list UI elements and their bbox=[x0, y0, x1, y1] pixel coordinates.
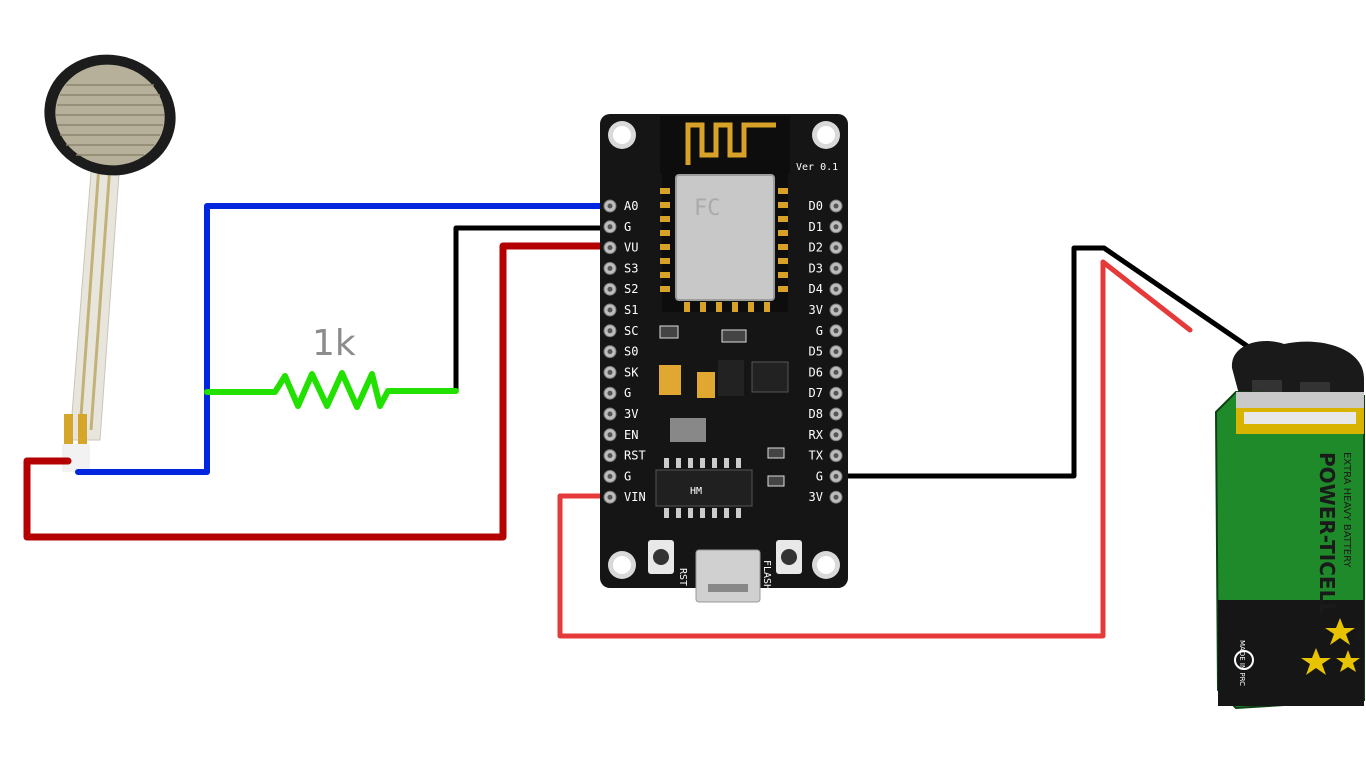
left-pin-label: G bbox=[624, 386, 631, 400]
right-pin-label: D0 bbox=[809, 199, 823, 213]
right-pin-label: D2 bbox=[809, 241, 823, 255]
right-pin-label: D7 bbox=[809, 386, 823, 400]
left-pin-hole-center bbox=[607, 307, 613, 313]
left-pin-label: A0 bbox=[624, 199, 638, 213]
left-pin-label: 3V bbox=[624, 407, 638, 421]
svg-text:MADE IN PRC: MADE IN PRC bbox=[1238, 640, 1246, 686]
left-pin-label: RST bbox=[624, 449, 646, 463]
right-pin-label: D8 bbox=[809, 407, 823, 421]
fsr-contact-2 bbox=[78, 414, 87, 444]
svg-text:FC: FC bbox=[694, 196, 721, 221]
left-pin-label: VIN bbox=[624, 490, 646, 504]
left-pin-hole-center bbox=[607, 453, 613, 459]
left-pin-hole-center bbox=[607, 286, 613, 292]
svg-text:HM: HM bbox=[690, 486, 702, 497]
wires bbox=[23, 203, 1253, 639]
right-pin-label: D5 bbox=[809, 345, 823, 359]
left-pin-hole-center bbox=[607, 390, 613, 396]
force-sensor bbox=[44, 54, 176, 472]
left-pin-hole-center bbox=[607, 224, 613, 230]
right-pin-label: TX bbox=[809, 449, 824, 463]
right-pin-hole-center bbox=[833, 349, 839, 355]
left-pin-hole-center bbox=[607, 203, 613, 209]
resistor bbox=[204, 370, 459, 410]
resistor-label: 1k bbox=[312, 323, 356, 364]
right-pin-hole-center bbox=[833, 411, 839, 417]
right-pin-hole-center bbox=[833, 473, 839, 479]
black-wire-battery bbox=[833, 245, 1253, 479]
right-pin-hole-center bbox=[833, 328, 839, 334]
right-pin-hole-center bbox=[833, 286, 839, 292]
right-pin-hole-center bbox=[833, 494, 839, 500]
right-pin-hole-center bbox=[833, 265, 839, 271]
right-pin-label: G bbox=[816, 324, 823, 338]
left-pin-label: SC bbox=[624, 324, 638, 338]
left-pin-label: G bbox=[624, 220, 631, 234]
left-pin-hole-center bbox=[607, 494, 613, 500]
right-pin-hole-center bbox=[833, 307, 839, 313]
usb-serial-chip bbox=[655, 469, 753, 507]
right-pin-hole-center bbox=[833, 224, 839, 230]
nodemcu-board: FC Ver 0.1 HM bbox=[600, 114, 848, 603]
left-pin-hole-center bbox=[607, 265, 613, 271]
blue-wire bbox=[75, 203, 615, 475]
left-pin-hole-center bbox=[607, 349, 613, 355]
right-pin-hole-center bbox=[833, 369, 839, 375]
right-pin-label: D1 bbox=[809, 220, 823, 234]
left-pin-hole-center bbox=[607, 411, 613, 417]
right-pin-label: D6 bbox=[809, 365, 823, 379]
svg-text:FLASH: FLASH bbox=[761, 560, 772, 590]
right-pin-hole-center bbox=[833, 453, 839, 459]
esp-shield bbox=[675, 174, 775, 301]
crystal bbox=[670, 418, 706, 442]
capacitor bbox=[697, 372, 715, 398]
left-pin-label: S2 bbox=[624, 282, 638, 296]
svg-text:EXTRA HEAVY BATTERY: EXTRA HEAVY BATTERY bbox=[1341, 452, 1352, 568]
right-pin-hole-center bbox=[833, 203, 839, 209]
svg-text:SANXIENG: SANXIENG bbox=[1353, 620, 1364, 672]
right-pin-label: D4 bbox=[809, 282, 823, 296]
left-pin-label: S0 bbox=[624, 345, 638, 359]
left-pin-hole-center bbox=[607, 369, 613, 375]
regulator bbox=[718, 360, 744, 396]
svg-text:POWER-TICELL: POWER-TICELL bbox=[1315, 452, 1339, 615]
right-pin-label: RX bbox=[809, 428, 824, 442]
left-pin-label: SK bbox=[624, 365, 639, 379]
left-pin-label: EN bbox=[624, 428, 638, 442]
left-pin-hole-center bbox=[607, 328, 613, 334]
right-pin-label: G bbox=[816, 469, 823, 483]
svg-text:RST: RST bbox=[677, 568, 688, 586]
right-pin-hole-center bbox=[833, 432, 839, 438]
battery-9v: POWER-TICELL EXTRA HEAVY BATTERY SANXIEN… bbox=[1214, 341, 1365, 710]
right-pin-label: 3V bbox=[809, 303, 823, 317]
left-pin-hole-center bbox=[607, 473, 613, 479]
board-version: Ver 0.1 bbox=[796, 162, 838, 173]
left-pin-label: S1 bbox=[624, 303, 638, 317]
left-pin-label: VU bbox=[624, 241, 638, 255]
right-pin-label: D3 bbox=[809, 261, 823, 275]
left-pin-hole-center bbox=[607, 245, 613, 251]
battery-top bbox=[1236, 392, 1364, 410]
red-wire bbox=[557, 259, 1193, 639]
right-pin-hole-center bbox=[833, 245, 839, 251]
right-pin-label: 3V bbox=[809, 490, 823, 504]
dark-red-wire bbox=[23, 242, 616, 541]
right-pin-hole-center bbox=[833, 390, 839, 396]
left-pin-hole-center bbox=[607, 432, 613, 438]
left-pin-label: G bbox=[624, 469, 631, 483]
micro-usb-port bbox=[695, 549, 761, 603]
left-pin-label: S3 bbox=[624, 261, 638, 275]
fsr-contact-1 bbox=[64, 414, 73, 444]
capacitor bbox=[659, 365, 681, 395]
black-wire-gnd bbox=[453, 225, 615, 394]
